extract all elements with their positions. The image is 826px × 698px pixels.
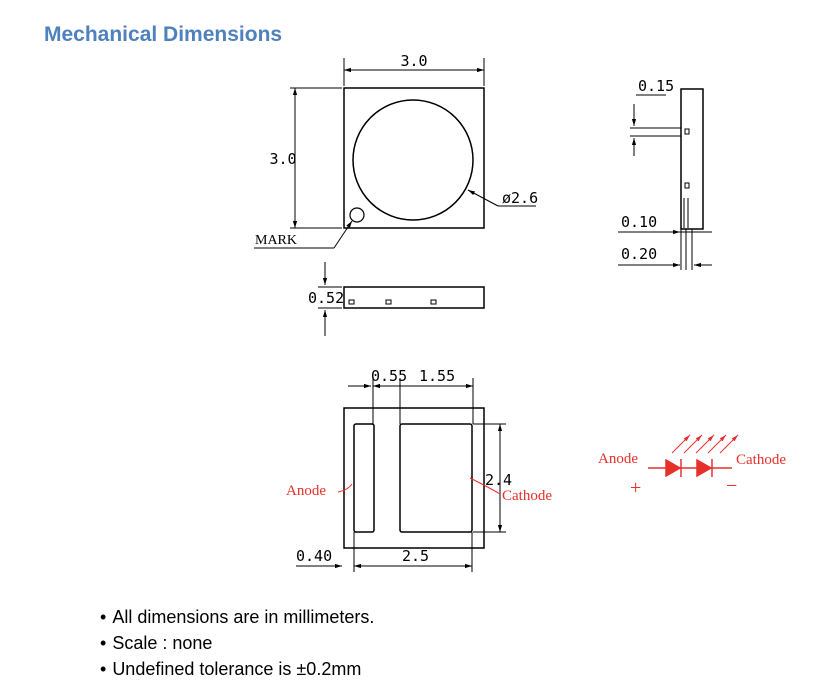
width-label: 3.0 <box>400 52 427 70</box>
pad-gap-label: 0.55 <box>371 367 407 385</box>
mechanical-drawing: 3.0 3.0 ø2.6 MARK 0.52 0.15 <box>254 52 786 572</box>
side-mid-label: 0.10 <box>621 213 657 231</box>
pad-height-label: 2.4 <box>485 471 512 489</box>
plus-sign: + <box>630 477 641 499</box>
notes-list: All dimensions are in millimeters. Scale… <box>100 604 374 682</box>
front-pad-right <box>430 299 437 305</box>
bottom-anode-label: Anode <box>286 483 326 499</box>
emission-arrows <box>671 434 739 454</box>
bottom-cathode-label: Cathode <box>502 488 552 504</box>
lens-circle <box>352 99 474 221</box>
cathode-pad <box>399 423 473 533</box>
side-view <box>618 88 712 270</box>
symbol-cathode-label: Cathode <box>736 452 786 468</box>
front-view <box>318 262 485 336</box>
pad-width-label: 1.55 <box>419 367 455 385</box>
mark-label: MARK <box>255 233 297 248</box>
top-view <box>254 58 536 249</box>
front-outline <box>343 286 485 309</box>
bottom-outline <box>343 407 485 549</box>
bottom-view <box>296 378 506 572</box>
diode-triangle-1 <box>665 458 682 478</box>
front-pad-left <box>348 299 355 305</box>
note-item: All dimensions are in millimeters. <box>100 604 374 630</box>
side-top-label: 0.15 <box>638 77 674 95</box>
led-symbol <box>648 434 739 478</box>
note-item: Undefined tolerance is ±0.2mm <box>100 656 374 682</box>
anode-pad <box>353 423 375 533</box>
front-pad-middle <box>385 299 392 305</box>
minus-sign: − <box>726 475 737 497</box>
diode-triangle-2 <box>696 458 713 478</box>
thickness-label: 0.52 <box>308 289 344 307</box>
note-item: Scale : none <box>100 630 374 656</box>
symbol-anode-label: Anode <box>598 451 638 467</box>
span-label: 2.5 <box>402 547 429 565</box>
polarity-mark <box>349 207 365 223</box>
package-outline <box>343 87 485 229</box>
bottom-view-leaders <box>337 477 501 495</box>
side-bottom-label: 0.20 <box>621 245 657 263</box>
height-label: 3.0 <box>269 150 296 168</box>
edge-label: 0.40 <box>296 547 332 565</box>
page-title: Mechanical Dimensions <box>44 23 283 46</box>
lens-diameter-label: ø2.6 <box>502 189 538 207</box>
